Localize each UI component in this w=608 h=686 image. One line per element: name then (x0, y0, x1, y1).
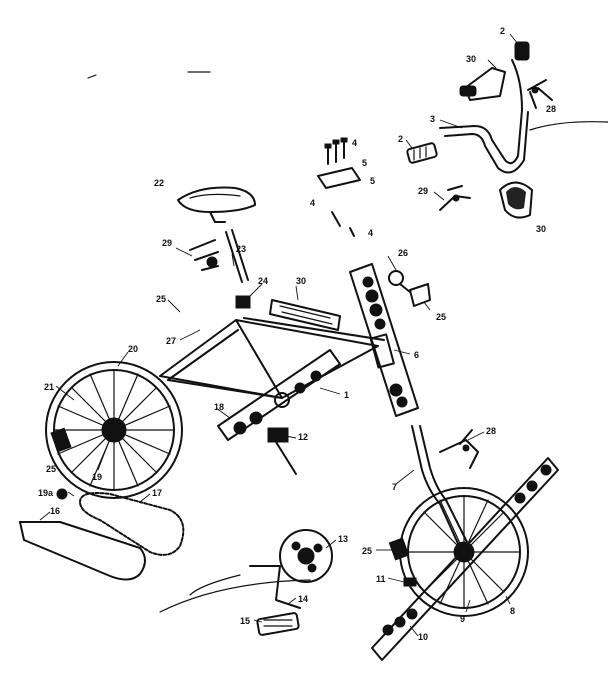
axle-nut (56, 488, 68, 500)
bell (388, 270, 411, 293)
label-4: 4 (368, 228, 373, 238)
front-reflector (388, 537, 410, 561)
sprocket (279, 529, 333, 583)
label-28: 28 (486, 426, 496, 436)
label-4: 4 (310, 198, 315, 208)
label-4: 4 (352, 138, 357, 148)
crank-arm (249, 565, 301, 609)
label-18: 18 (214, 402, 224, 412)
callout-labels: 2 30 28 3 2 4 5 5 4 4 22 29 30 29 23 26 … (38, 26, 556, 642)
kickstand (267, 427, 297, 475)
seat (177, 186, 256, 223)
headlight-reflector (499, 181, 533, 219)
label-5: 5 (370, 176, 375, 186)
handlebar-pad (459, 67, 506, 101)
label-20: 20 (128, 344, 138, 354)
label-19: 19 (92, 472, 102, 482)
label-13: 13 (338, 534, 348, 544)
pedal (256, 612, 300, 636)
label-29: 29 (418, 186, 428, 196)
label-21: 21 (44, 382, 54, 392)
rear-reflector (409, 283, 431, 307)
label-29: 29 (162, 238, 172, 248)
seat-bracket (189, 239, 219, 271)
label-30: 30 (466, 54, 476, 64)
chain (79, 492, 185, 556)
stem-bolts (317, 137, 361, 237)
front-brake-caliper (439, 429, 479, 469)
label-8: 8 (510, 606, 515, 616)
label-27: 27 (166, 336, 176, 346)
label-5: 5 (362, 158, 367, 168)
label-15: 15 (240, 616, 250, 626)
front-axle-set (371, 457, 559, 661)
label-16: 16 (50, 506, 60, 516)
rear-wheel (45, 361, 183, 499)
label-3: 3 (430, 114, 435, 124)
label-2: 2 (398, 134, 403, 144)
label-25: 25 (156, 294, 166, 304)
seat-clamp (235, 295, 251, 309)
label-26: 26 (398, 248, 408, 258)
frame-pad-top (269, 299, 341, 331)
leader-lines (39, 33, 519, 637)
label-7: 7 (392, 482, 397, 492)
brake-lever-right (527, 79, 553, 109)
label-30: 30 (536, 224, 546, 234)
handlebar-grip-left (406, 142, 438, 164)
bottom-bracket-set (217, 349, 341, 441)
label-19a: 19a (38, 488, 54, 498)
label-23: 23 (236, 244, 246, 254)
label-25: 25 (46, 464, 56, 474)
label-12: 12 (298, 432, 308, 442)
label-22: 22 (154, 178, 164, 188)
label-6: 6 (414, 350, 419, 360)
label-30: 30 (296, 276, 306, 286)
handlebar-grip-right (514, 41, 530, 61)
chain-guard (19, 521, 146, 581)
brake-lever-left (439, 185, 471, 211)
label-14: 14 (298, 594, 308, 604)
rear-reflector-bracket (50, 427, 72, 453)
label-2: 2 (500, 26, 505, 36)
label-17: 17 (152, 488, 162, 498)
front-fork (411, 425, 469, 549)
label-24: 24 (258, 276, 268, 286)
label-1: 1 (344, 390, 349, 400)
head-bearing-set (349, 263, 419, 417)
label-28: 28 (546, 104, 556, 114)
seat-post (225, 229, 249, 283)
label-25: 25 (362, 546, 372, 556)
label-25: 25 (436, 312, 446, 322)
axle-bolt (403, 577, 417, 587)
label-11: 11 (376, 574, 386, 584)
stray-marks (87, 71, 608, 613)
label-9: 9 (460, 614, 465, 624)
handlebar (439, 59, 529, 174)
label-10: 10 (418, 632, 428, 642)
